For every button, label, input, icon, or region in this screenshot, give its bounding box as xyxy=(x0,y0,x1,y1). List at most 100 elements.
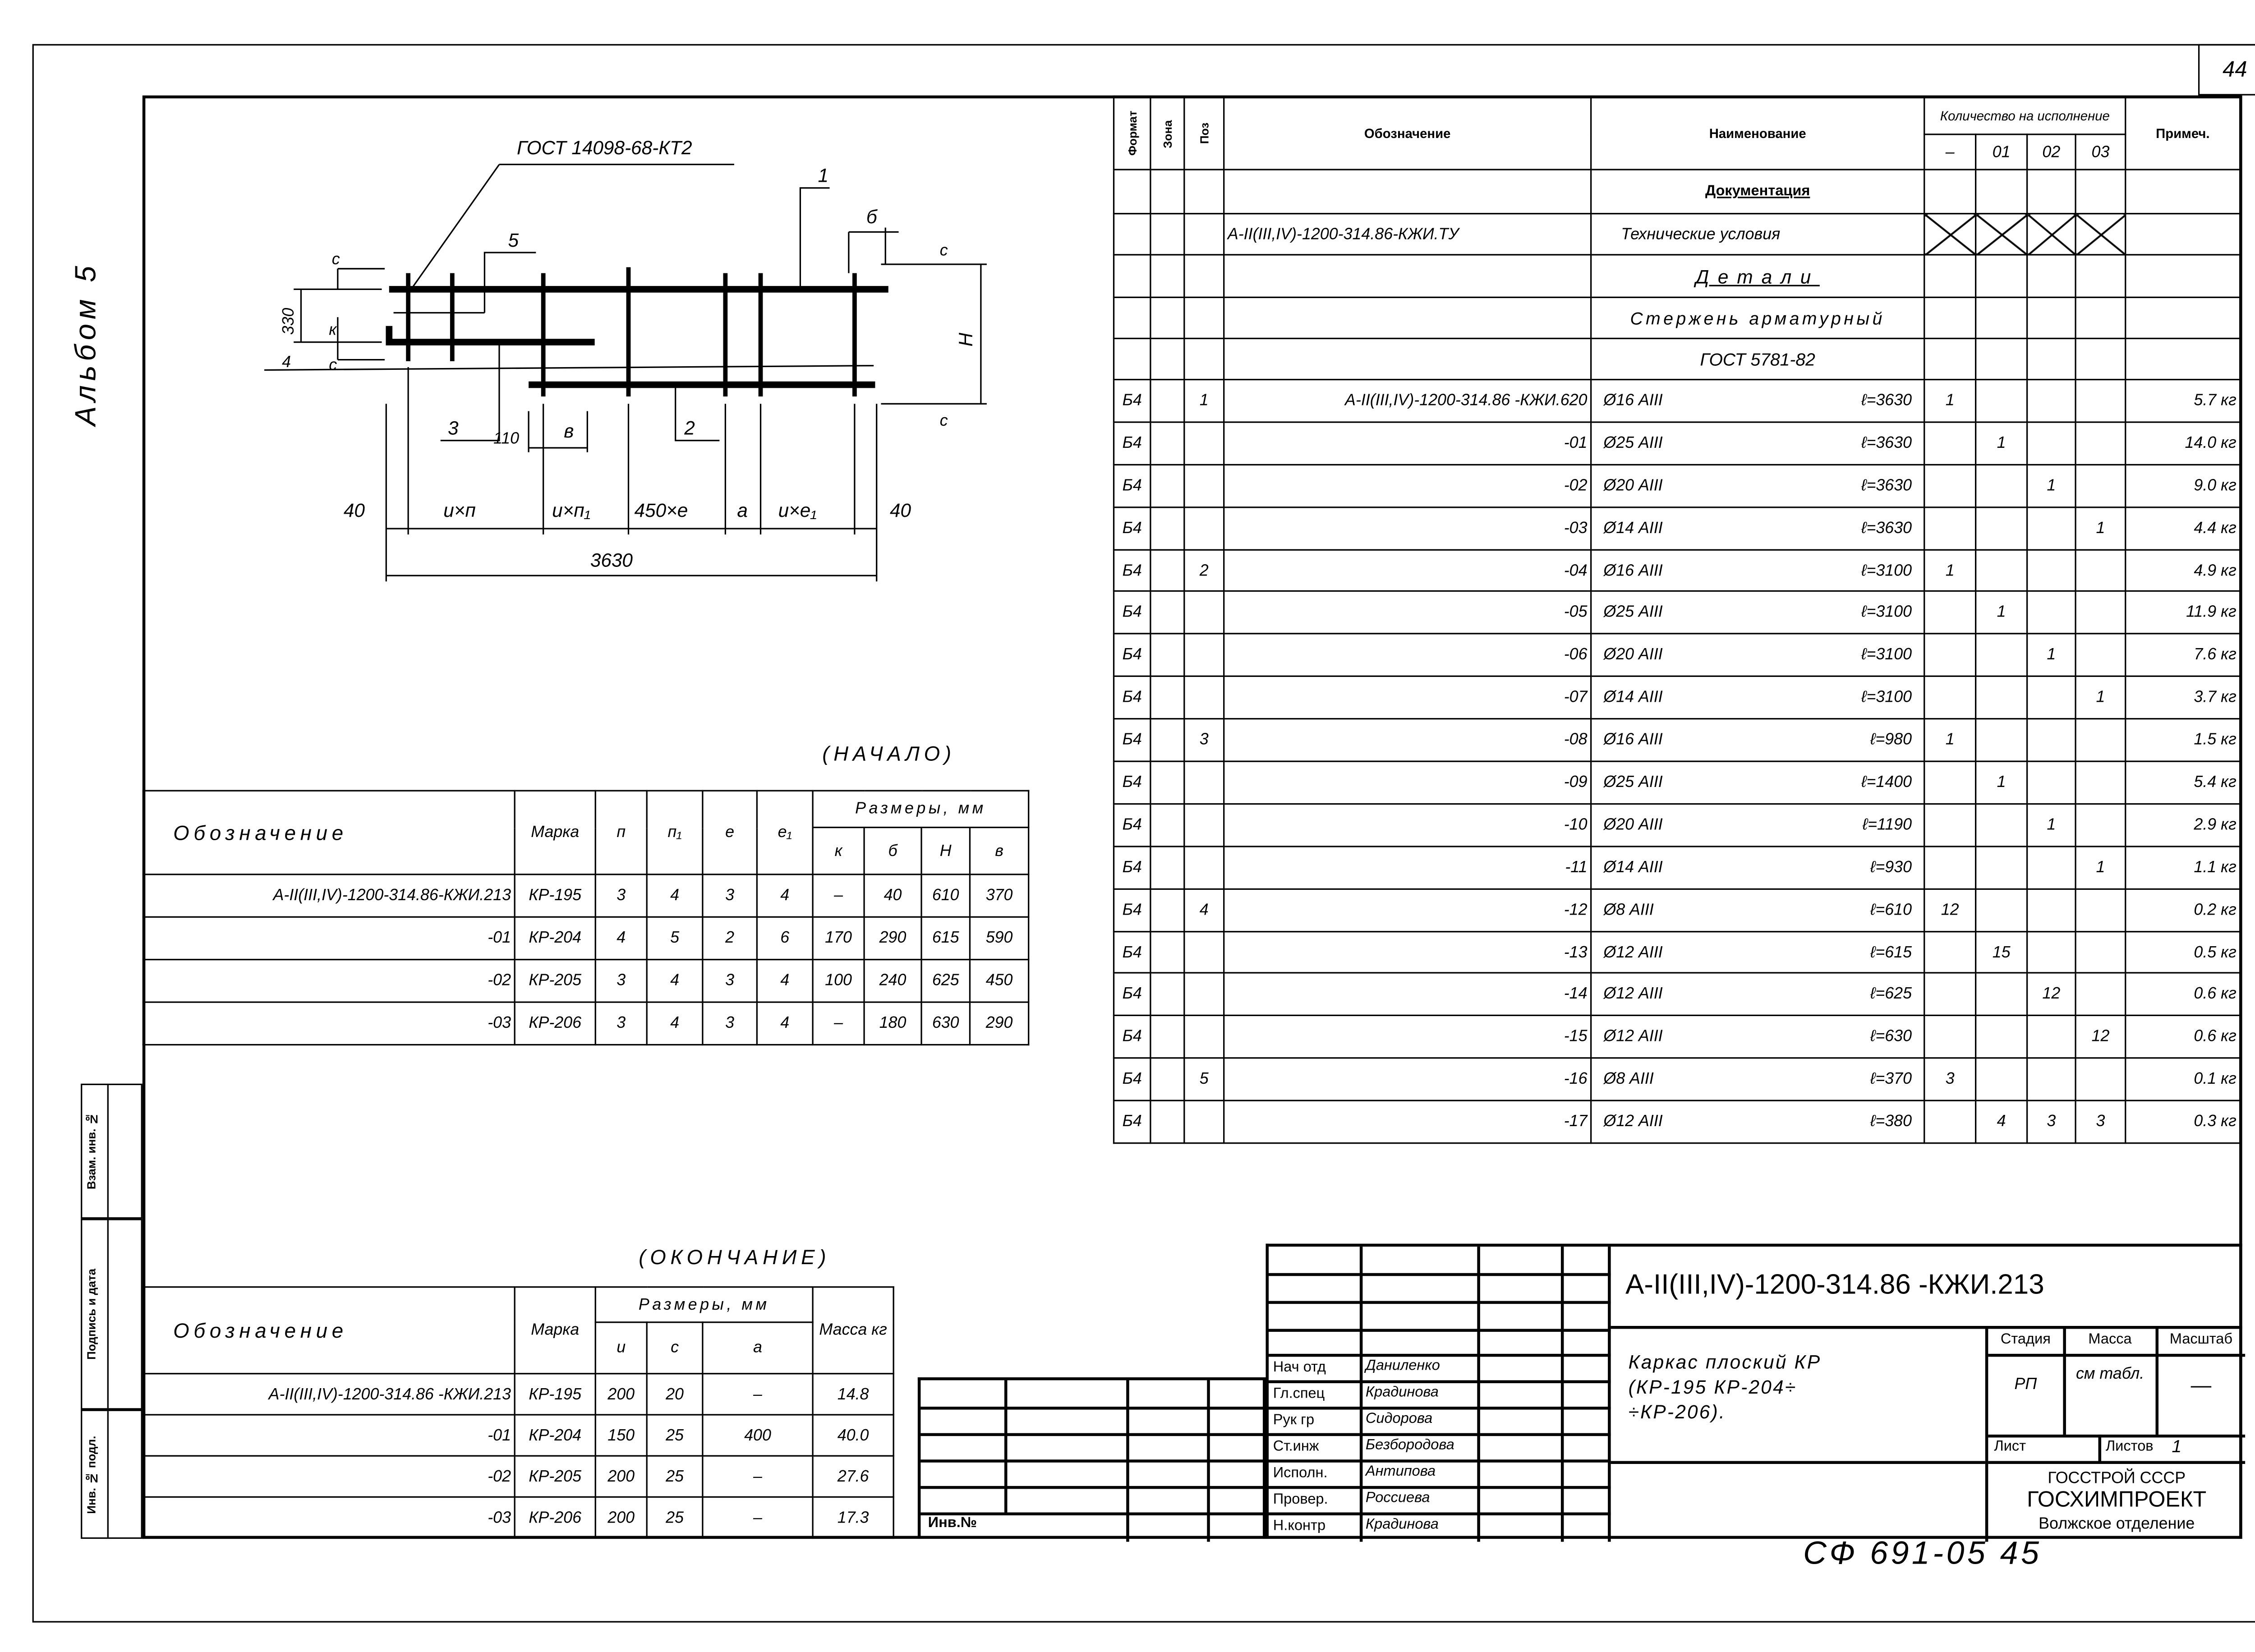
dim-label: c xyxy=(940,411,948,429)
bar-length: ℓ=370 xyxy=(1870,1071,1912,1089)
qty-cell: 3 xyxy=(2075,1100,2126,1144)
header-v: в xyxy=(969,827,1030,875)
table-cell: -01 xyxy=(142,1414,515,1457)
pos-cell: 1 xyxy=(1183,379,1225,423)
zone-cell xyxy=(1150,506,1185,550)
qty-cell xyxy=(2026,548,2076,593)
qty-cell xyxy=(1924,760,1977,805)
table-cell: 3 xyxy=(702,959,758,1003)
note-cell: 5.4 кг xyxy=(2125,760,2241,805)
qty-cell: 1 xyxy=(1924,548,1977,593)
designation-cell: -02 xyxy=(1223,464,1592,508)
qty-cell xyxy=(1924,1015,1977,1059)
table-cell: 27.6 xyxy=(812,1455,894,1498)
bar-length: ℓ=930 xyxy=(1870,858,1912,876)
qty-cell xyxy=(2026,591,2076,635)
zone-cell xyxy=(1150,845,1185,889)
qty-cell: 1 xyxy=(1924,379,1977,423)
note-cell: 2.9 кг xyxy=(2125,803,2241,847)
bar-diameter: Ø12 АIII xyxy=(1603,1113,1663,1131)
table-cell: 400 xyxy=(702,1414,814,1457)
qty-cell xyxy=(2026,676,2076,720)
bar-diameter: Ø12 АIII xyxy=(1603,1028,1663,1046)
document-title-line: ÷КР-206). xyxy=(1628,1401,1726,1423)
designation-cell: -11 xyxy=(1223,845,1592,889)
note-cell: 1.5 кг xyxy=(2125,718,2241,762)
position-label: 5 xyxy=(508,230,519,251)
end-table: Обозначение Марка Размеры, мм Масса кг и… xyxy=(142,1286,894,1539)
dim-label: a xyxy=(737,500,748,521)
note-cell: 1.1 кг xyxy=(2125,845,2241,889)
side-stamp-label: Подпись и дата xyxy=(85,1269,99,1360)
pos-cell: 4 xyxy=(1183,888,1225,932)
note-cell: 0.5 кг xyxy=(2125,930,2241,975)
table-cell: 100 xyxy=(812,959,865,1003)
designation-cell: -15 xyxy=(1223,1015,1592,1059)
note-cell: 4.9 кг xyxy=(2125,548,2241,593)
table-cell: 200 xyxy=(594,1455,648,1498)
bar-diameter: Ø20 АIII xyxy=(1603,477,1663,495)
pos-cell xyxy=(1183,1015,1225,1059)
stage-block: Стадия Масса Масштаб РП см табл. — Лист … xyxy=(1985,1329,2246,1542)
note-cell: 0.2 кг xyxy=(2125,888,2241,932)
bar-length: ℓ=3630 xyxy=(1861,392,1912,410)
dim-label: б xyxy=(866,206,878,227)
archive-code: СФ 691-05 45 xyxy=(1803,1534,2042,1571)
header-qty-col: – xyxy=(1924,133,1977,170)
qty-cell xyxy=(2026,379,2076,423)
table-cell: – xyxy=(702,1496,814,1539)
table-cell: 200 xyxy=(594,1373,648,1416)
table-cell: 20 xyxy=(646,1373,704,1416)
table-cell: КР-195 xyxy=(514,1373,596,1416)
qty-cell xyxy=(2075,888,2126,932)
bar-length: ℓ=625 xyxy=(1870,985,1912,1004)
pos-cell xyxy=(1183,464,1225,508)
qty-cell xyxy=(2075,972,2126,1017)
table-cell: 4 xyxy=(594,916,648,961)
table-cell: 25 xyxy=(646,1455,704,1498)
zone-cell xyxy=(1150,718,1185,762)
page-number: 44 xyxy=(2223,57,2247,83)
qty-cell xyxy=(1975,888,2028,932)
format-cell: Б4 xyxy=(1113,1015,1151,1059)
designation-cell: А-II(III,IV)-1200-314.86 -КЖИ.620 xyxy=(1223,379,1592,423)
qty-cell xyxy=(2075,421,2126,465)
dim-label: Н xyxy=(955,332,976,346)
format-cell: Б4 xyxy=(1113,633,1151,677)
qty-cell xyxy=(2026,506,2076,550)
designation-cell: -03 xyxy=(1223,506,1592,550)
dim-label: 3630 xyxy=(590,550,633,571)
qty-cell: 1 xyxy=(2026,633,2076,677)
header-c: с xyxy=(646,1321,704,1375)
table-cell: – xyxy=(702,1455,814,1498)
qty-cell: 1 xyxy=(1975,591,2028,635)
qty-cell xyxy=(1975,464,2028,508)
end-table-title: (ОКОНЧАНИЕ) xyxy=(639,1245,831,1269)
header-format: Формат xyxy=(1114,96,1151,170)
document-code: А-II(III,IV)-1200-314.86 -КЖИ.213 xyxy=(1611,1247,2242,1329)
pos-cell xyxy=(1183,591,1225,635)
qty-cell xyxy=(2026,1015,2076,1059)
dim-label: 450×e xyxy=(635,500,688,521)
designation-cell: -01 xyxy=(1223,421,1592,465)
bar-length: ℓ=610 xyxy=(1870,901,1912,919)
qty-cell xyxy=(2075,718,2126,762)
qty-cell: 1 xyxy=(2075,845,2126,889)
header-mass: Масса кг xyxy=(812,1286,894,1375)
bar-diameter: Ø25 АIII xyxy=(1603,773,1663,791)
document-title-line: Каркас плоский КР xyxy=(1628,1351,1822,1373)
note-cell: 0.1 кг xyxy=(2125,1057,2241,1102)
